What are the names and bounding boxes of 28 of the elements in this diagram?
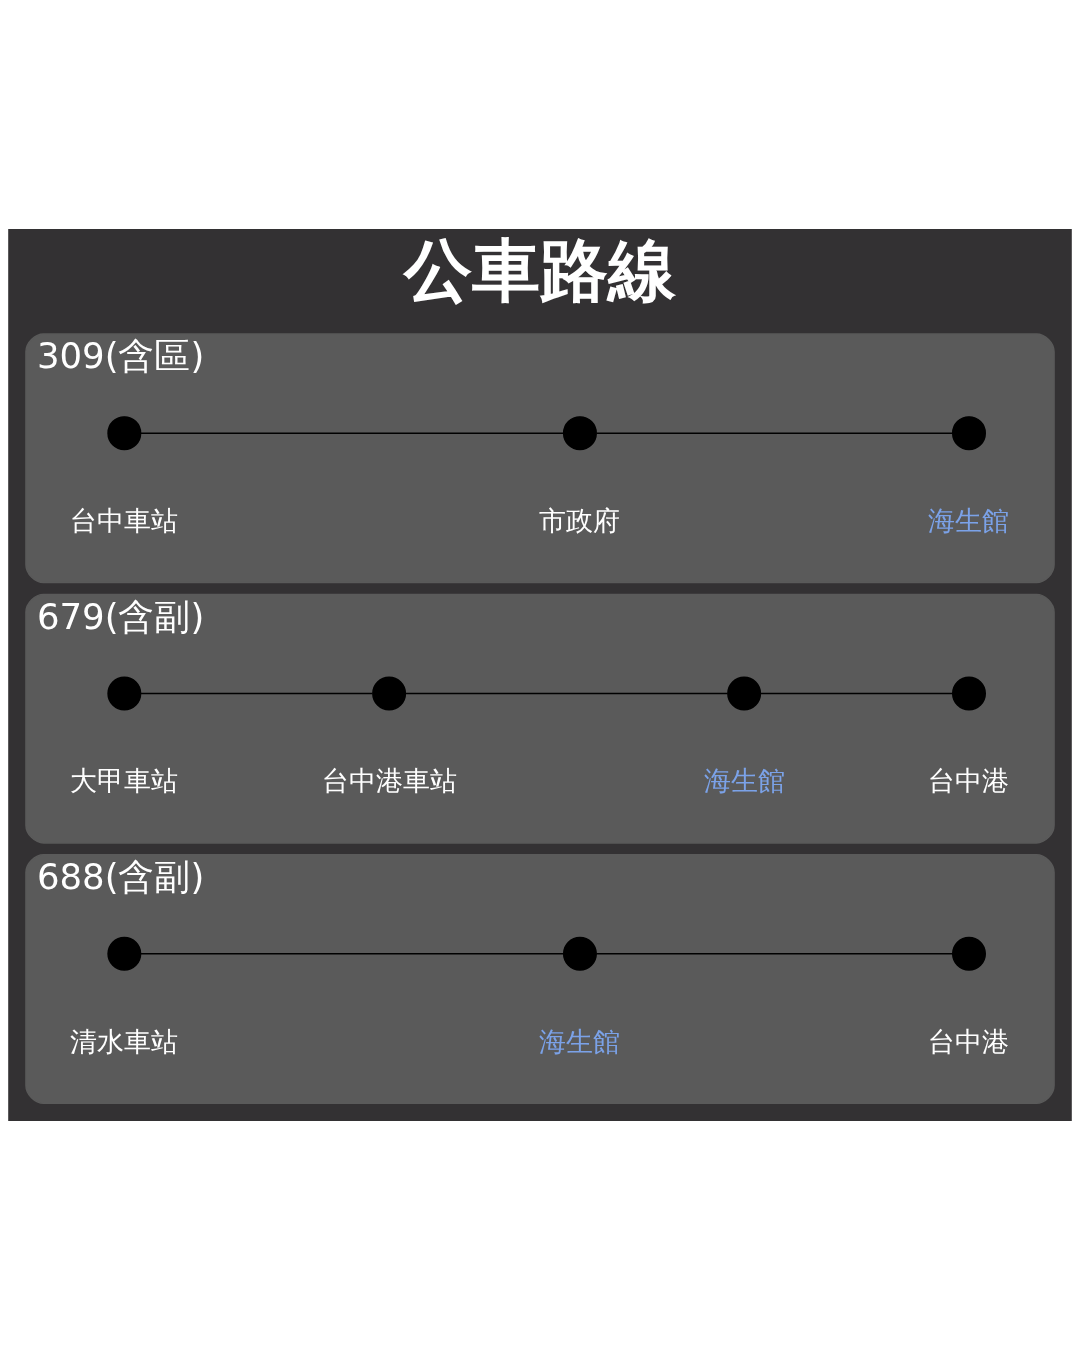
node-label: 台中港 xyxy=(928,1025,1010,1057)
node-label: 台中車站 xyxy=(70,504,179,536)
connector xyxy=(139,692,374,695)
connector xyxy=(595,953,954,955)
node-circle xyxy=(107,936,142,971)
node-label: 清水車站 xyxy=(70,1025,179,1057)
connector xyxy=(760,692,953,695)
node-circle xyxy=(952,676,986,711)
node-label: 海生館 xyxy=(928,504,1010,536)
node-circle xyxy=(372,676,407,711)
node-circle xyxy=(952,936,986,971)
node-circle xyxy=(727,676,762,711)
connector xyxy=(595,432,954,434)
diagram-title: 公車路線 xyxy=(403,229,676,310)
node-label: 海生館 xyxy=(539,1025,621,1057)
node-circle xyxy=(107,676,142,711)
node-label: 台中港車站 xyxy=(321,765,457,797)
node-circle xyxy=(952,416,986,451)
node-circle xyxy=(562,936,597,971)
node-label: 台中港 xyxy=(928,765,1010,797)
node-circle xyxy=(562,416,597,451)
connector xyxy=(140,432,565,434)
node-circle xyxy=(107,416,142,451)
node-label: 海生館 xyxy=(703,765,785,797)
connector xyxy=(405,692,729,695)
node-label: 市政府 xyxy=(539,504,621,536)
connector xyxy=(140,953,565,955)
node-label: 大甲車站 xyxy=(70,765,179,797)
